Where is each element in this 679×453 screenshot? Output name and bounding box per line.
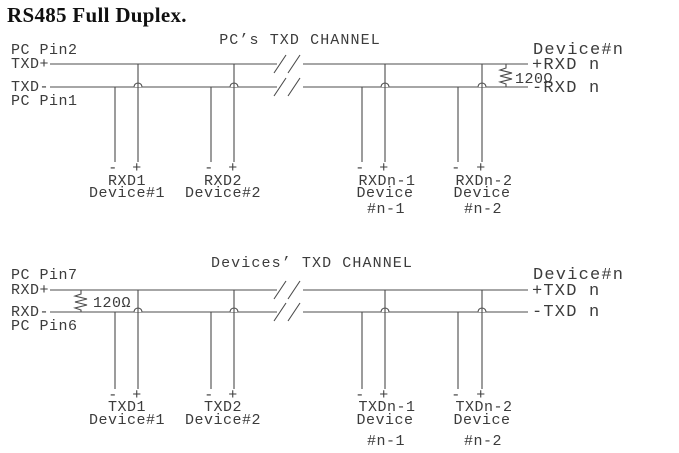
bottom-right-lower-label: -TXD n [532, 303, 600, 322]
bottom-tap-3-labels: - + TXDn-1 Device #n-1 [355, 387, 415, 450]
break-slash [287, 280, 301, 300]
tap-signal-label: TXDn-1 [358, 399, 415, 416]
top-lower-signal-label: TXD- [11, 79, 49, 96]
bottom-tap-2-labels: - + TXD2 Device#2 [185, 387, 261, 429]
tap-signal-label: TXDn-2 [455, 399, 512, 416]
break-slash [287, 77, 301, 97]
top-tap-2-labels: - + RXD2 Device#2 [185, 160, 261, 202]
minus-sign: - [451, 387, 461, 404]
minus-sign: - [355, 160, 365, 177]
top-tap-1-labels: - + RXD1 Device#1 [89, 160, 165, 202]
bottom-upper-signal-label: RXD+ [11, 282, 49, 299]
tap-device-label: Device#1 [89, 412, 165, 429]
minus-sign: - [204, 160, 214, 177]
bottom-right-device-label: Device#n [533, 266, 624, 285]
break-slash [273, 77, 287, 97]
tap-device-number-label: #n-1 [367, 433, 405, 450]
plus-sign: + [228, 160, 238, 177]
tap-device-number-label: #n-1 [367, 201, 405, 218]
plus-sign: + [132, 160, 142, 177]
tap-device-number-label: #n-2 [464, 433, 502, 450]
break-slash [273, 54, 287, 74]
minus-sign: - [108, 160, 118, 177]
tap-device-label: Device#2 [185, 185, 261, 202]
plus-sign: + [476, 387, 486, 404]
top-pc-pin-lower-label: PC Pin1 [11, 93, 78, 110]
bottom-tap-1-labels: - + TXD1 Device#1 [89, 387, 165, 429]
break-slash [273, 302, 287, 322]
tap-signal-label: RXD2 [204, 173, 242, 190]
bottom-resistor-value: 120Ω [93, 295, 131, 312]
tap-device-label: Device [356, 185, 413, 202]
tap-signal-label: RXD1 [108, 173, 146, 190]
plus-sign: + [379, 160, 389, 177]
top-right-lower-label: -RXD n [532, 79, 600, 98]
break-slash [273, 280, 287, 300]
minus-sign: - [108, 387, 118, 404]
top-lower-break-symbol [273, 77, 301, 97]
minus-sign: - [355, 387, 365, 404]
bottom-right-upper-label: +TXD n [532, 282, 600, 301]
termination-resistor-icon [73, 290, 88, 312]
page-title: RS485 Full Duplex. [7, 3, 187, 27]
top-pc-pin-upper-label: PC Pin2 [11, 42, 78, 59]
bottom-channel: Devices’ TXD CHANNEL PC Pin7 RXD+ RXD- P… [11, 255, 624, 450]
bottom-channel-title: Devices’ TXD CHANNEL [211, 255, 413, 272]
tap-signal-label: RXDn-2 [455, 173, 512, 190]
top-upper-break-symbol [273, 54, 301, 74]
break-slash [287, 54, 301, 74]
bottom-lower-signal-label: RXD- [11, 304, 49, 321]
top-channel: PC’s TXD CHANNEL PC Pin2 TXD+ TXD- PC Pi… [11, 32, 624, 218]
break-slash [287, 302, 301, 322]
bottom-lower-break-symbol [273, 302, 301, 322]
tap-device-label: Device [453, 412, 510, 429]
plus-sign: + [228, 387, 238, 404]
minus-sign: - [204, 387, 214, 404]
plus-sign: + [132, 387, 142, 404]
bottom-pc-pin-upper-label: PC Pin7 [11, 267, 78, 284]
tap-signal-label: TXD1 [108, 399, 146, 416]
tap-device-label: Device#1 [89, 185, 165, 202]
bottom-pc-pin-lower-label: PC Pin6 [11, 318, 78, 335]
minus-sign: - [451, 160, 461, 177]
bottom-upper-break-symbol [273, 280, 301, 300]
top-tap-4-labels: - + RXDn-2 Device #n-2 [451, 160, 512, 218]
top-right-upper-label: +RXD n [532, 56, 600, 75]
tap-device-label: Device [453, 185, 510, 202]
top-upper-signal-label: TXD+ [11, 56, 49, 73]
tap-device-number-label: #n-2 [464, 201, 502, 218]
termination-resistor-icon [498, 64, 513, 87]
top-tap-3-labels: - + RXDn-1 Device #n-1 [355, 160, 415, 218]
tap-signal-label: RXDn-1 [358, 173, 415, 190]
plus-sign: + [476, 160, 486, 177]
bottom-tap-4-labels: - + TXDn-2 Device #n-2 [451, 387, 512, 450]
tap-device-label: Device [356, 412, 413, 429]
plus-sign: + [379, 387, 389, 404]
tap-signal-label: TXD2 [204, 399, 242, 416]
top-resistor-value: 120Ω [515, 71, 553, 88]
tap-device-label: Device#2 [185, 412, 261, 429]
top-right-device-label: Device#n [533, 41, 624, 60]
top-channel-title: PC’s TXD CHANNEL [219, 32, 381, 49]
